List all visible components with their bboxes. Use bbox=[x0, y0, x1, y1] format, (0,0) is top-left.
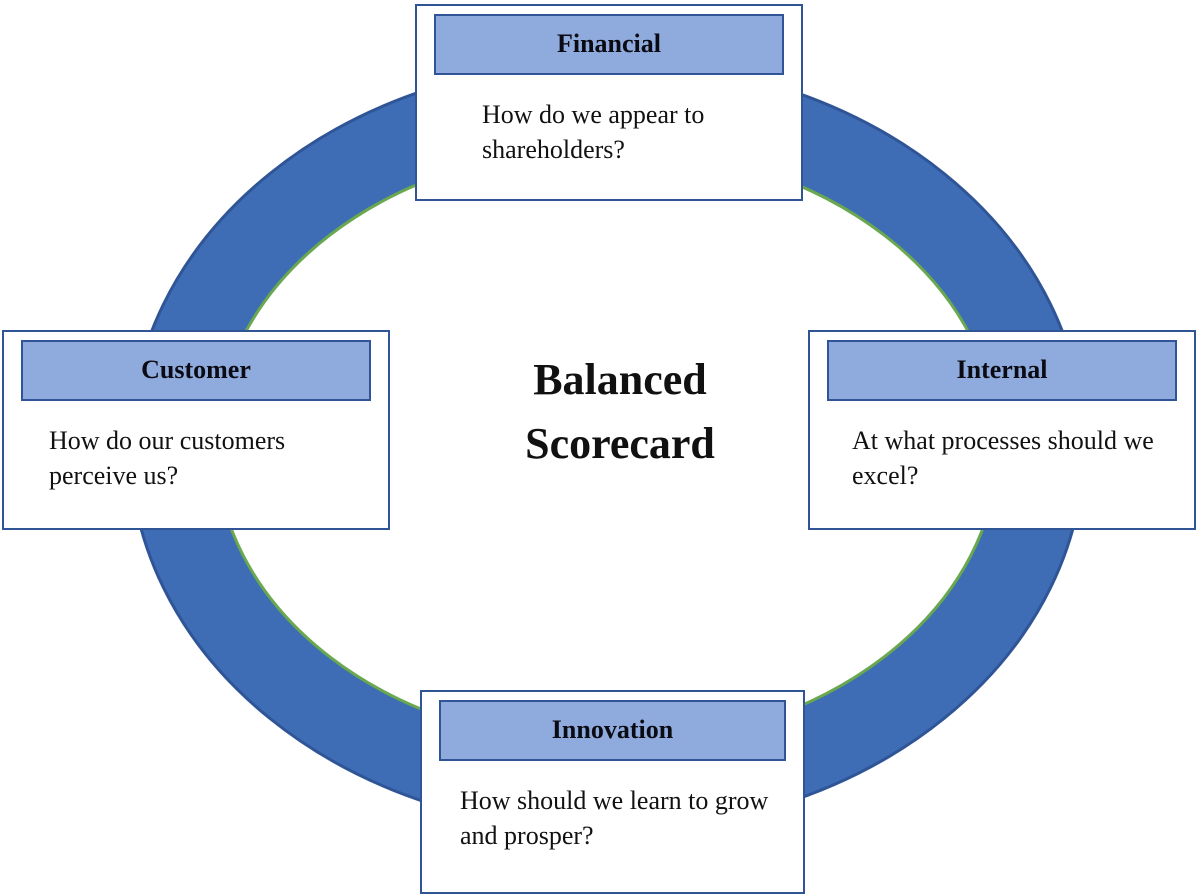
customer-header: Customer bbox=[21, 340, 371, 401]
customer-box: Customer How do our customers perceive u… bbox=[2, 330, 390, 530]
innovation-header: Innovation bbox=[439, 700, 786, 761]
internal-box: Internal At what processes should we exc… bbox=[808, 330, 1196, 530]
internal-header: Internal bbox=[827, 340, 1177, 401]
financial-question: How do we appear to shareholders? bbox=[482, 100, 705, 165]
diagram-title: Balanced Scorecard bbox=[525, 355, 715, 468]
customer-question: How do our customers perceive us? bbox=[49, 426, 286, 491]
innovation-box: Innovation How should we learn to grow a… bbox=[420, 690, 805, 894]
financial-box: Financial How do we appear to shareholde… bbox=[415, 4, 803, 201]
financial-header: Financial bbox=[434, 14, 784, 75]
innovation-question: How should we learn to grow and prosper? bbox=[460, 786, 769, 851]
internal-question: At what processes should we excel? bbox=[852, 426, 1154, 491]
